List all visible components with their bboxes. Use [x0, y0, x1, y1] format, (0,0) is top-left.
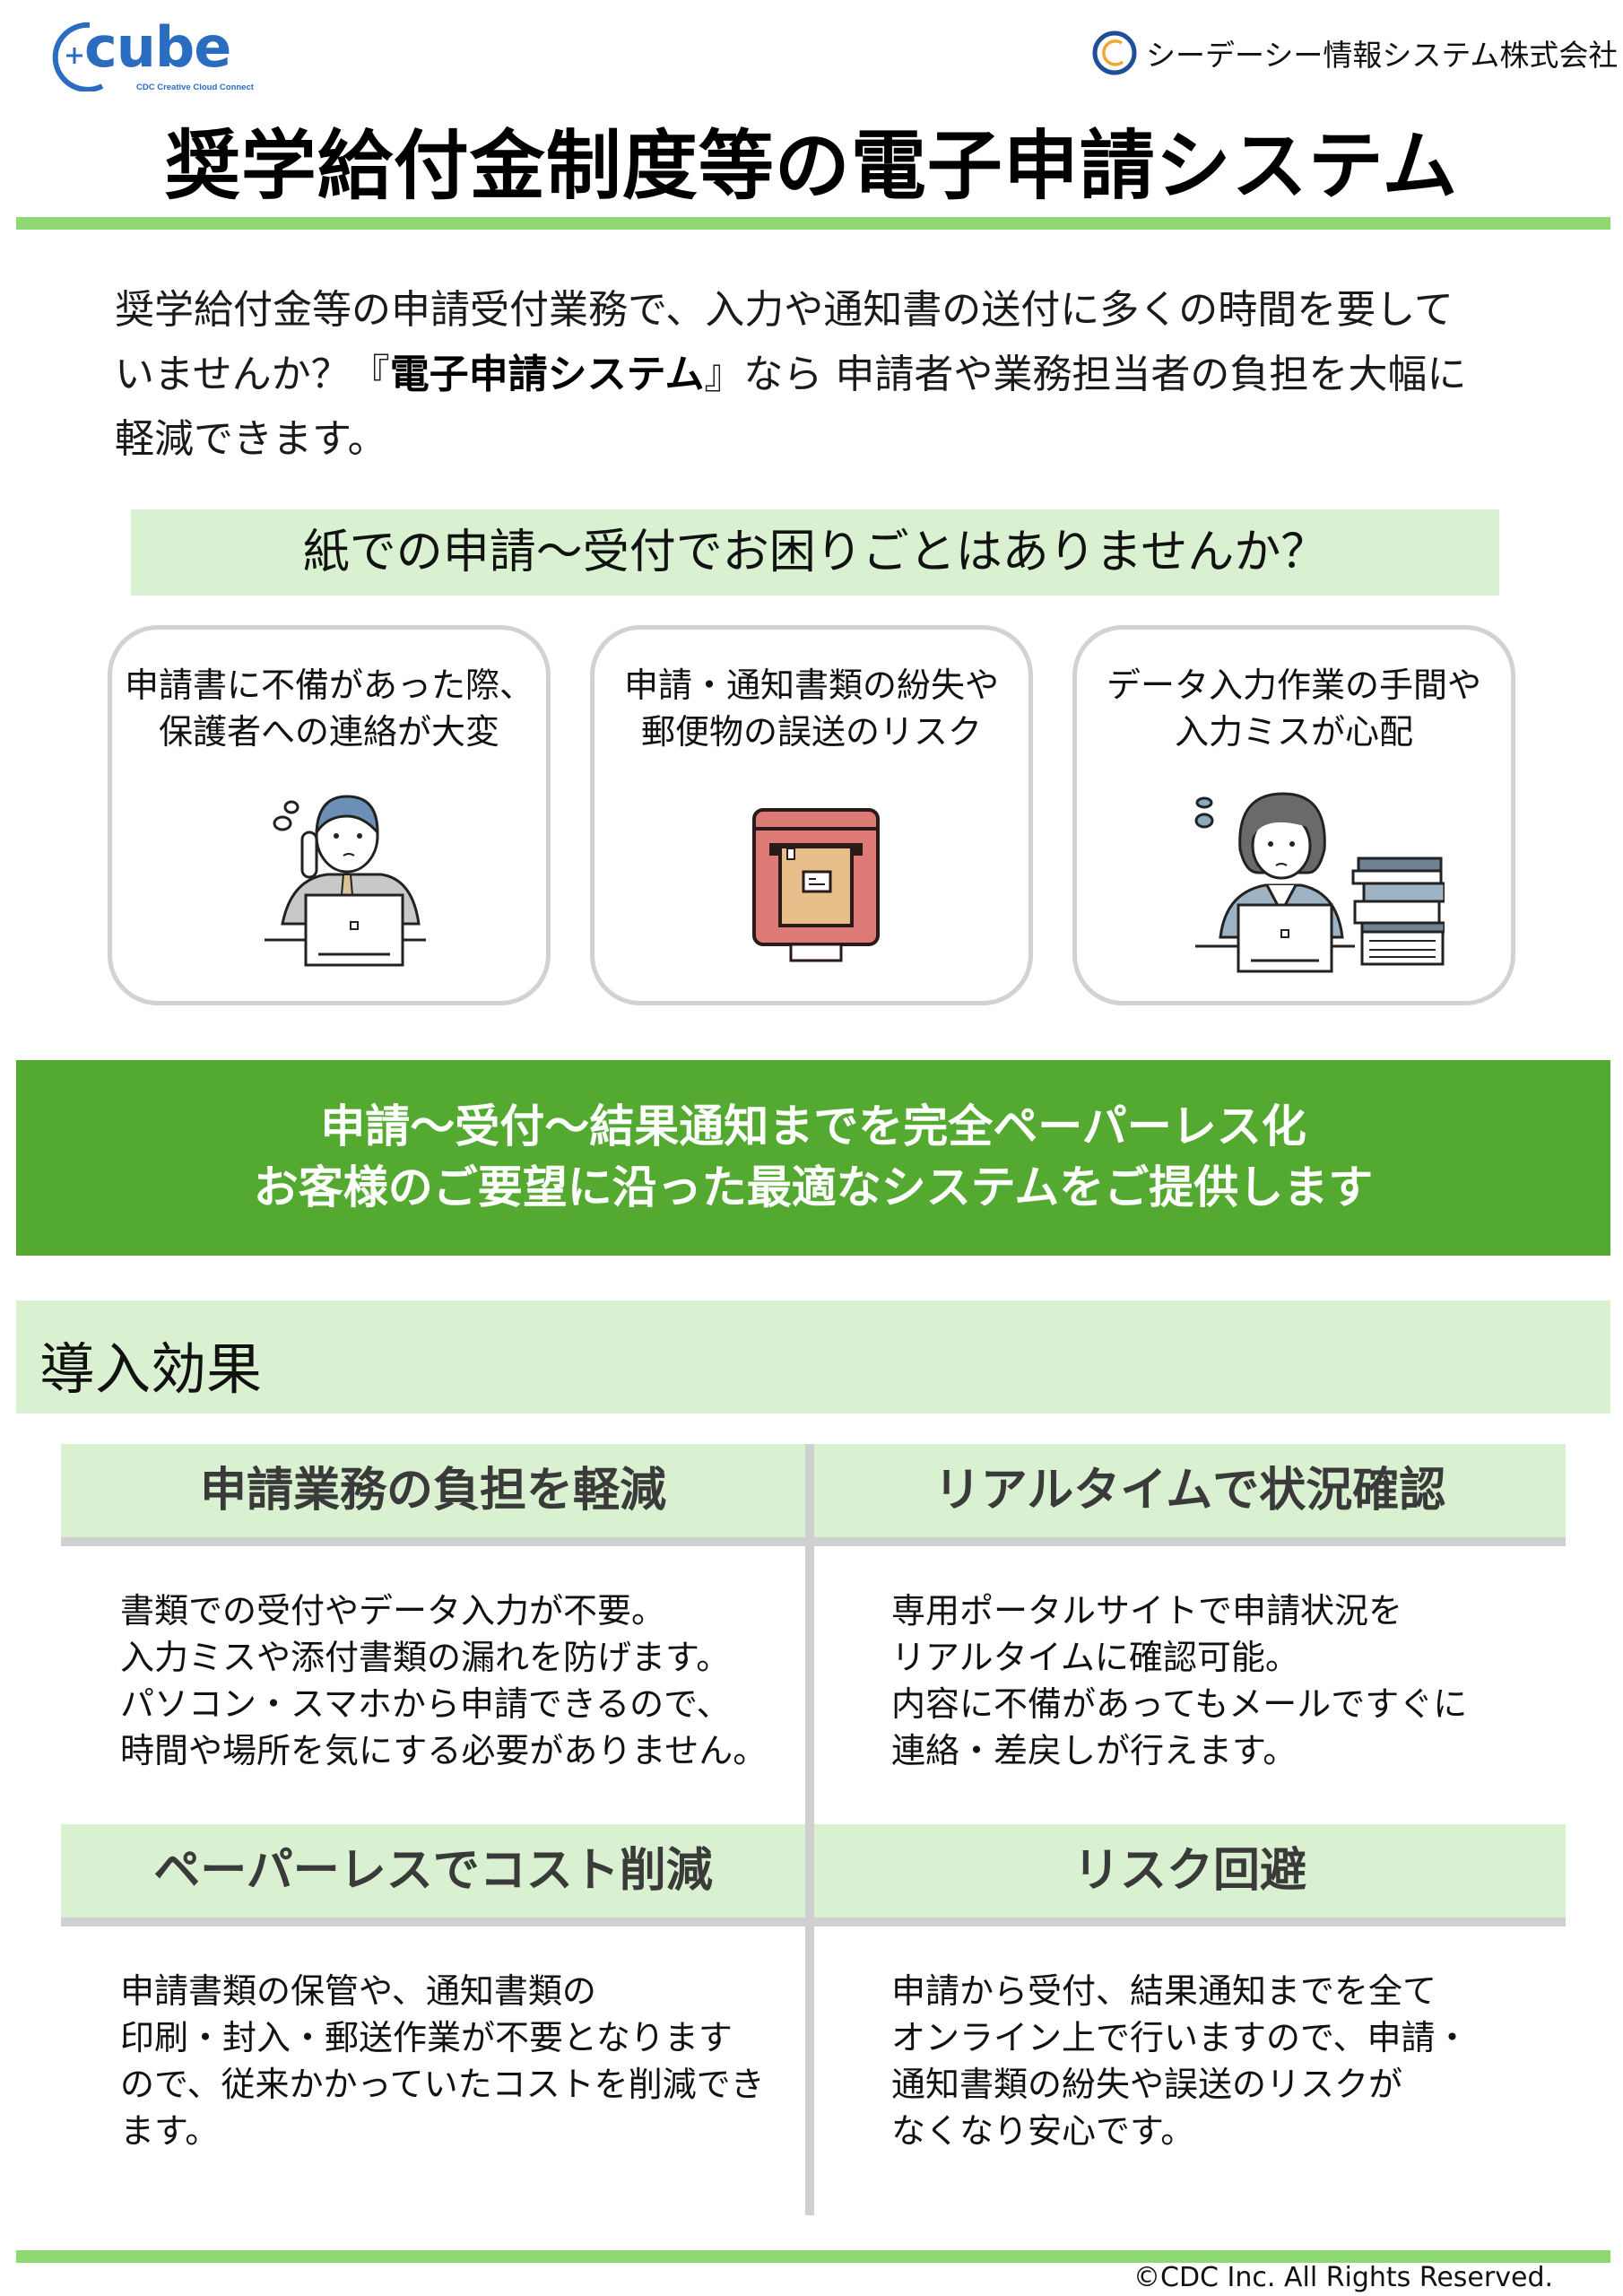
effect-title: リアルタイムで状況確認 — [814, 1444, 1566, 1546]
effect-title: 申請業務の負担を軽減 — [61, 1444, 805, 1546]
cube-logo-crescent-icon — [52, 22, 104, 91]
effect-item-risk: リスク回避 申請から受付、結果通知までを全て オンライン上で行いますので、申請・… — [814, 1824, 1566, 2154]
company-swirl-icon — [1092, 30, 1137, 75]
problem-card-mail-loss: 申請・通知書類の紛失や 郵便物の誤送のリスク — [590, 625, 1033, 1005]
solution-line-1: 申請～受付～結果通知までを完全ペーパーレス化 — [320, 1100, 1306, 1152]
problems-heading: 紙での申請～受付でお困りごとはありませんか？ — [131, 509, 1499, 596]
effects-heading: 導入効果 — [39, 1336, 263, 1402]
company-name: シーデーシー情報システム株式会社 — [1146, 38, 1619, 73]
intro-paragraph: 奨学給付金等の申請受付業務で、入力や通知書の送付に多くの時間を要して いませんか… — [115, 278, 1532, 472]
intro-line-1: 奨学給付金等の申請受付業務で、入力や通知書の送付に多くの時間を要して — [115, 287, 1454, 333]
logo-tagline: CDC Creative Cloud Connect — [136, 83, 254, 92]
logo-word: cube — [84, 14, 231, 80]
effect-item-workload: 申請業務の負担を軽減 書類での受付やデータ入力が不要。 入力ミスや添付書類の漏れ… — [61, 1444, 805, 1774]
worried-woman-laptop-documents-icon — [1194, 792, 1445, 973]
footer-divider — [16, 2250, 1610, 2263]
effect-title: ペーパーレスでコスト削減 — [61, 1824, 805, 1926]
solution-line-2: お客様のご要望に沿った最適なシステムをご提供します — [253, 1161, 1374, 1213]
company-logo: シーデーシー情報システム株式会社 — [1092, 30, 1618, 75]
mailbox-icon — [752, 808, 880, 962]
problem-card-contact: 申請書に不備があった際、 保護者への連絡が大変 — [108, 625, 551, 1005]
problem-card-text: データ入力作業の手間や 入力ミスが心配 — [1106, 665, 1481, 752]
intro-line-3: 軽減できます。 — [115, 416, 387, 462]
intro-text: 』なら 申請者や業務担当者の負担を大幅に — [704, 352, 1467, 397]
page-title: 奨学給付金制度等の電子申請システム — [164, 122, 1459, 210]
header-divider — [16, 217, 1610, 230]
effect-item-cost: ペーパーレスでコスト削減 申請書類の保管や、通知書類の 印刷・封入・郵送作業が不… — [61, 1824, 805, 2154]
intro-line-2: いませんか？『電子申請システム』なら 申請者や業務担当者の負担を大幅に — [115, 343, 1532, 407]
effect-title: リスク回避 — [814, 1824, 1566, 1926]
solution-banner: 申請～受付～結果通知までを完全ペーパーレス化 お客様のご要望に沿った最適なシステ… — [16, 1060, 1610, 1256]
problem-card-data-entry: データ入力作業の手間や 入力ミスが心配 — [1072, 625, 1515, 1005]
effects-heading-band: 導入効果 — [16, 1300, 1610, 1413]
effect-description: 専用ポータルサイトで申請状況を リアルタイムに確認可能。 内容に不備があってもメ… — [891, 1591, 1468, 1770]
intro-text: いませんか？『 — [115, 352, 390, 397]
cube-logo: cube CDC Creative Cloud Connect — [47, 14, 254, 92]
effects-grid-divider — [805, 1444, 814, 2215]
effect-description: 書類での受付やデータ入力が不要。 入力ミスや添付書類の漏れを防げます。 パソコン… — [120, 1591, 768, 1770]
effect-description: 申請から受付、結果通知までを全て オンライン上で行いますので、申請・ 通知書類の… — [891, 1971, 1470, 2151]
effect-description: 申請書類の保管や、通知書類の 印刷・封入・郵送作業が不要となります ので、従来か… — [120, 1971, 765, 2151]
product-name-emphasis: 電子申請システム — [389, 352, 705, 397]
problem-card-text: 申請書に不備があった際、 保護者への連絡が大変 — [124, 665, 534, 752]
worried-man-phone-laptop-icon — [265, 795, 426, 967]
problem-card-text: 申請・通知書類の紛失や 郵便物の誤送のリスク — [623, 665, 999, 752]
copyright: ©CDC Inc. All Rights Reserved. — [1133, 2262, 1554, 2293]
effect-item-realtime: リアルタイムで状況確認 専用ポータルサイトで申請状況を リアルタイムに確認可能。… — [814, 1444, 1566, 1774]
